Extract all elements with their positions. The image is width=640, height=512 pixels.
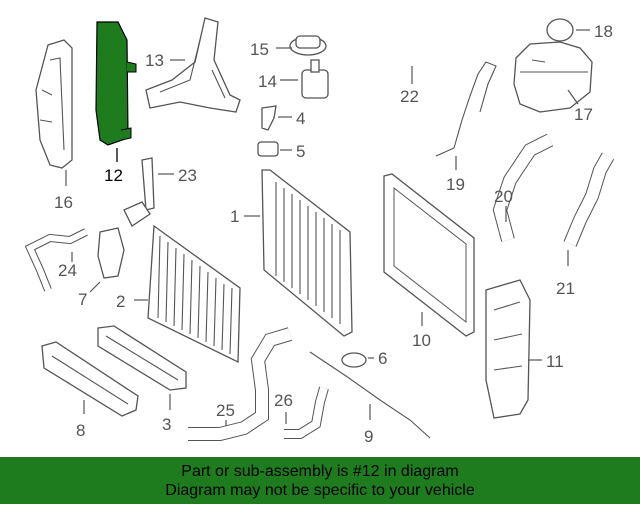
callout-17: 17 — [574, 105, 593, 124]
callout-12: 12 — [104, 166, 123, 185]
callout-10: 10 — [412, 331, 431, 350]
part-24-hose: 24 — [24, 228, 88, 292]
part-14-pump: 14 — [258, 59, 329, 99]
part-18-cap: 18 — [546, 18, 613, 42]
parts-diagram: 16 12 13 15 14 4 5 — [24, 17, 615, 446]
part-17-reservoir: 17 — [513, 41, 593, 124]
callout-21: 21 — [556, 279, 575, 298]
part-19-line: 19 — [435, 61, 497, 194]
callout-23: 23 — [178, 166, 197, 185]
part-3-cooler: 3 — [97, 325, 187, 434]
callout-14: 14 — [258, 72, 277, 91]
callout-20: 20 — [494, 187, 513, 206]
banner-line-1: Part or sub-assembly is #12 in diagram — [181, 462, 459, 480]
part-13-bracket: 13 — [145, 17, 241, 113]
callout-5: 5 — [296, 142, 305, 161]
callout-26: 26 — [274, 391, 293, 410]
part-9-strip: 9 — [309, 351, 431, 446]
part-23-tube: 23 — [123, 157, 197, 227]
callout-25: 25 — [216, 401, 235, 420]
part-20-hose: 20 — [492, 133, 554, 242]
callout-4: 4 — [296, 109, 305, 128]
part-8-deflector: 8 — [41, 341, 139, 440]
callout-13: 13 — [145, 51, 164, 70]
part-6-mount: 6 — [341, 349, 387, 368]
part-12-panel: 12 — [95, 21, 137, 185]
part-15-sensor: 15 — [250, 35, 327, 59]
part-5-grommet: 5 — [257, 141, 305, 161]
part-25-hose: 25 — [188, 327, 293, 441]
callout-8: 8 — [76, 421, 85, 440]
part-22-hose: 22 — [346, 38, 479, 161]
part-2-condenser: 2 — [116, 224, 241, 364]
part-7-bracket: 7 — [78, 227, 125, 309]
callout-7: 7 — [78, 290, 87, 309]
part-16-deflector: 16 — [35, 39, 73, 212]
part-21-hose: 21 — [556, 152, 615, 298]
callout-11: 11 — [546, 352, 564, 371]
part-11-panel: 11 — [485, 279, 564, 419]
callout-22: 22 — [400, 87, 419, 106]
part-10-frame: 10 — [383, 173, 475, 350]
callout-19: 19 — [446, 175, 465, 194]
info-banner: Part or sub-assembly is #12 in diagram D… — [0, 457, 640, 504]
callout-6: 6 — [378, 349, 387, 368]
part-1-radiator: 1 — [230, 169, 353, 337]
callout-18: 18 — [594, 22, 613, 41]
callout-1: 1 — [230, 207, 239, 226]
part-4-clip: 4 — [261, 105, 305, 131]
banner-line-2: Diagram may not be specific to your vehi… — [165, 481, 475, 499]
callout-3: 3 — [162, 415, 171, 434]
callout-16: 16 — [54, 193, 73, 212]
callout-24: 24 — [58, 261, 77, 280]
part-26-hose: 26 — [274, 386, 329, 439]
callout-15: 15 — [250, 40, 269, 59]
callout-9: 9 — [364, 427, 373, 446]
callout-2: 2 — [116, 292, 125, 311]
